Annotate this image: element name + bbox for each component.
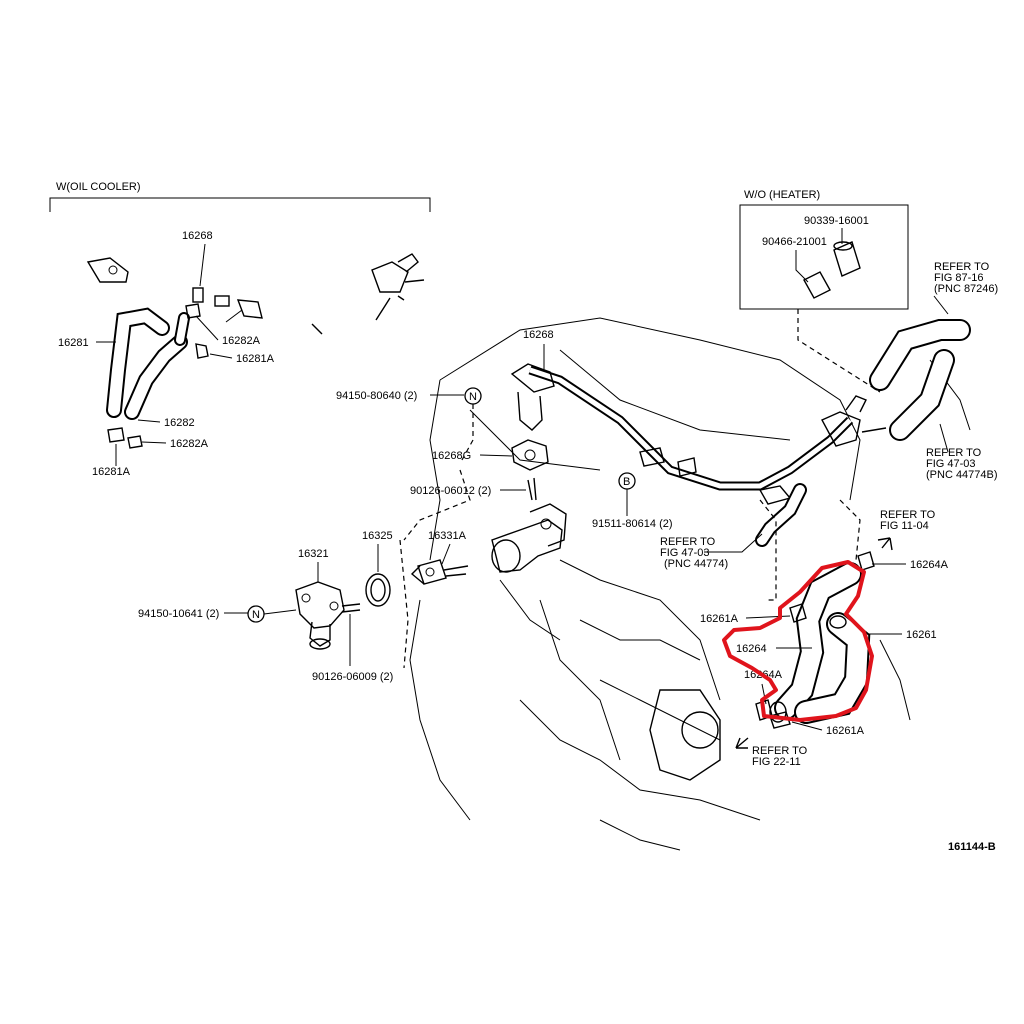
refer-47-03a-line2: FIG 47-03 [660, 547, 710, 559]
refer-22-11-line1: REFER TO [752, 745, 808, 757]
label-90339-16001: 90339-16001 [804, 215, 869, 227]
refer-11-04-line1: REFER TO [880, 509, 936, 521]
callout-b-text: B [623, 476, 630, 488]
refer-87-16-line1: REFER TO [934, 261, 990, 273]
no-heater-group: W/O (HEATER) 90339-16001 90466-21001 [739, 189, 909, 393]
refer-11-04-line2: FIG 11-04 [880, 520, 929, 532]
callout-n-1-text: N [469, 391, 477, 403]
oil-cooler-group-label: W(OIL COOLER) [56, 181, 141, 193]
label-16281A-top: 16281A [236, 353, 275, 365]
label-16261: 16261 [906, 629, 937, 641]
label-90466-21001: 90466-21001 [762, 236, 827, 248]
refer-87-16-line2: FIG 87-16 [934, 272, 984, 284]
engine-block-outline [409, 317, 971, 851]
thermostat-16331A[interactable] [410, 559, 469, 585]
label-16264A-top: 16264A [910, 559, 949, 571]
gasket-16325[interactable] [365, 573, 391, 607]
highlight-outline [722, 560, 874, 722]
label-90126-06009: 90126-06009 (2) [312, 671, 393, 683]
label-16282A-bottom: 16282A [170, 438, 209, 450]
water-inlet-16321[interactable] [295, 581, 345, 650]
radiator-hose-assembly[interactable] [769, 562, 871, 724]
label-91511-80614: 91511-80614 (2) [592, 518, 673, 530]
heater-hose-right [869, 319, 971, 441]
no-heater-group-label: W/O (HEATER) [744, 189, 820, 201]
label-90126-06012: 90126-06012 (2) [410, 485, 491, 497]
refer-22-11-line2: FIG 22-11 [752, 756, 801, 768]
label-16261A-bottom: 16261A [826, 725, 865, 737]
label-16281A-bottom: 16281A [92, 466, 131, 478]
label-94150-80640: 94150-80640 (2) [336, 390, 417, 402]
label-94150-10641: 94150-10641 (2) [138, 608, 219, 620]
label-16325: 16325 [362, 530, 393, 542]
label-16261A-top: 16261A [700, 613, 739, 625]
refer-47-03b-line1: REFER TO [926, 447, 982, 459]
refer-47-03a-line3: (PNC 44774) [664, 558, 728, 570]
water-inlet-housing[interactable] [491, 503, 567, 573]
label-16331A: 16331A [428, 530, 467, 542]
drawing-number: 161144-B [948, 841, 996, 853]
label-16268-top: 16268 [182, 230, 213, 242]
label-16321: 16321 [298, 548, 329, 560]
callout-n-2-text: N [252, 609, 260, 621]
label-16264: 16264 [736, 643, 767, 655]
hose-16281[interactable] [106, 307, 190, 420]
refer-87-16-line3: (PNC 87246) [934, 283, 998, 295]
label-16282A-top: 16282A [222, 335, 261, 347]
refer-47-03b-line3: (PNC 44774B) [926, 469, 998, 481]
water-bypass-pipe-16268[interactable] [510, 363, 887, 547]
label-16282: 16282 [164, 417, 195, 429]
oil-cooler-water-pipe[interactable] [86, 223, 425, 335]
refer-47-03b-line2: FIG 47-03 [926, 458, 976, 470]
refer-47-03a-line1: REFER TO [660, 536, 716, 548]
label-16268-mid: 16268 [523, 329, 554, 341]
label-16281: 16281 [58, 337, 89, 349]
label-16268G: 16268G [432, 450, 471, 462]
gasket-16268G[interactable] [511, 439, 549, 471]
oil-cooler-group: W(OIL COOLER) 16268 16282A [49, 181, 431, 478]
